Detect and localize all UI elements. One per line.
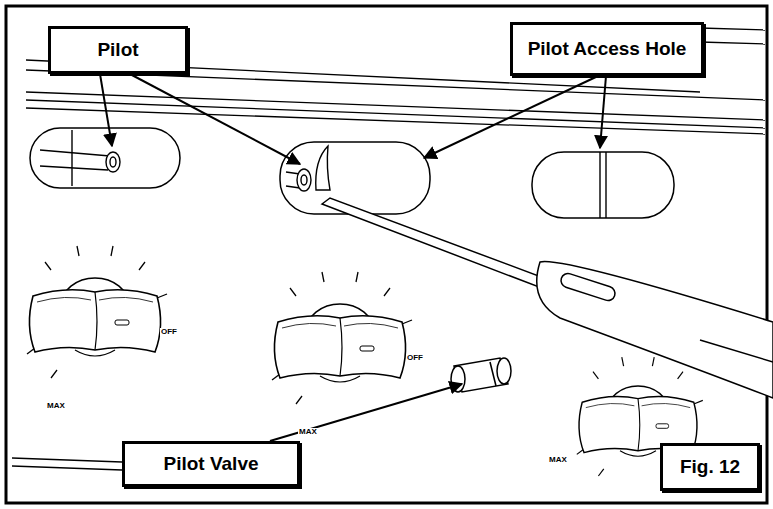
callout-box: Pilot <box>48 26 188 74</box>
leader-lines <box>100 74 606 441</box>
callout-box: Pilot Valve <box>122 441 300 487</box>
knob-position: MAX <box>298 428 318 436</box>
pilot-access-holes <box>30 128 674 218</box>
knob-position: OFF <box>160 328 178 336</box>
callout-label: Pilot Access Hole <box>528 38 687 60</box>
pilot-valve <box>451 358 511 392</box>
callout-label: Pilot Valve <box>163 453 258 475</box>
knob-position: MAX <box>548 456 568 464</box>
knob-position: MAX <box>46 402 66 410</box>
callout-box: Pilot Access Hole <box>510 22 704 76</box>
knob-position: OFF <box>406 354 424 362</box>
callout-label: Fig. 12 <box>680 456 740 478</box>
callout-label: Pilot <box>97 39 138 61</box>
figure-number-box: Fig. 12 <box>660 443 760 491</box>
